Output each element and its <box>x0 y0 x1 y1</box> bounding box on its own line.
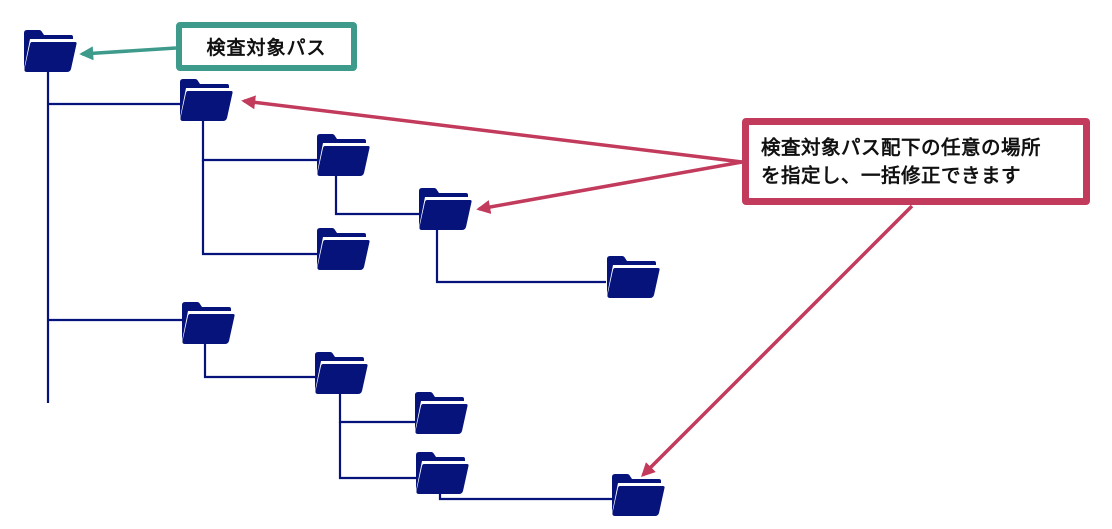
root-path-callout-label: 検査対象パス <box>206 37 327 59</box>
folder-open-icon[interactable] <box>317 228 370 270</box>
folder-open-icon[interactable] <box>182 302 235 344</box>
root-path-callout: 検査対象パス <box>176 22 357 71</box>
subpath-callout-line1: 検査対象パス配下の任意の場所 <box>761 135 1042 159</box>
folder-open-icon[interactable] <box>612 474 665 516</box>
folder-open-icon[interactable] <box>24 30 77 72</box>
arrow-subpath-to-b1b1 <box>641 204 914 477</box>
tree-line-a1-to-a1a <box>334 176 420 216</box>
subpath-callout-line2: を指定し、一括修正できます <box>761 163 1022 187</box>
tree-line-b1-to-b1a <box>338 394 416 424</box>
folder-open-icon[interactable] <box>419 188 472 230</box>
subpath-callout: 検査対象パス配下の任意の場所 を指定し、一括修正できます <box>742 118 1090 205</box>
tree-line-a-to-a1 <box>201 120 318 162</box>
tree-line-b-to-b1 <box>203 344 316 379</box>
tree-line-b1-to-b1b <box>338 422 416 480</box>
folder-open-icon[interactable] <box>415 392 468 434</box>
folder-open-icon[interactable] <box>315 352 368 394</box>
tree-line-a-to-a2 <box>201 160 318 256</box>
folder-open-icon[interactable] <box>607 256 660 298</box>
folder-open-icon[interactable] <box>317 134 370 176</box>
tree-line-a1a-to-a1a1 <box>435 230 606 284</box>
arrow-root-callout-to-root <box>79 46 177 61</box>
arrow-subpath-to-a <box>241 95 743 164</box>
folder-open-icon[interactable] <box>180 79 233 121</box>
arrow-subpath-to-a1a <box>476 160 743 214</box>
tree-line-b1b-to-b1b1 <box>438 494 612 501</box>
folder-open-icon[interactable] <box>416 452 469 494</box>
